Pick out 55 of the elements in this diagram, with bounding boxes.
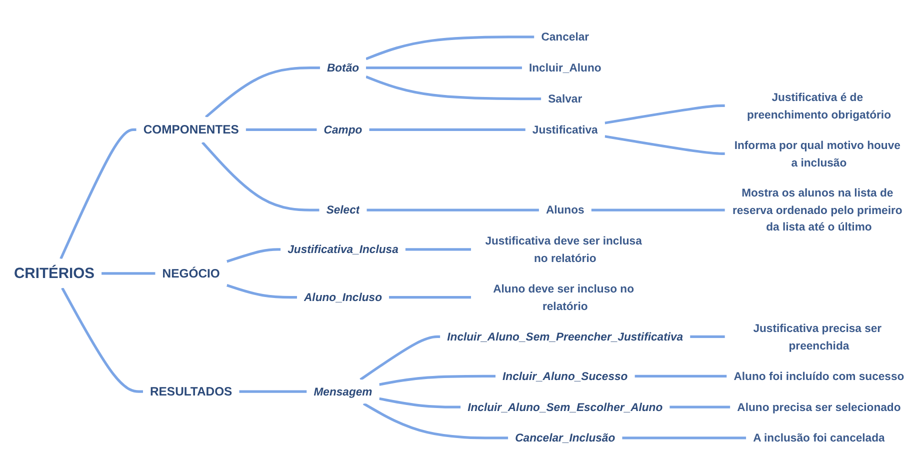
node-text: Mostra os alunos na lista de reserva ordenado pelo primeiro da lista até o último bbox=[732, 186, 902, 234]
node-text: Aluno deve ser incluso no relatório bbox=[493, 282, 634, 312]
node-text: RESULTADOS bbox=[150, 384, 232, 398]
connector bbox=[405, 248, 472, 251]
connector bbox=[622, 436, 746, 440]
node-text: Select bbox=[326, 203, 360, 216]
node-text: Justificativa bbox=[532, 122, 598, 136]
node-text: Justificativa é de preenchimento obrigatório bbox=[746, 90, 891, 121]
connector bbox=[670, 406, 730, 408]
node-text: Justificativa_Inclusa bbox=[288, 242, 398, 256]
connector bbox=[604, 135, 725, 155]
node-text: Incluir_Aluno_Sem_Preencher_Justificativa bbox=[447, 330, 684, 344]
connector bbox=[201, 141, 320, 212]
connector bbox=[239, 390, 307, 393]
node-text: Salvar bbox=[548, 92, 582, 106]
connector bbox=[246, 128, 317, 132]
connector bbox=[378, 397, 461, 408]
node-text: Botão bbox=[326, 61, 360, 74]
connector bbox=[366, 76, 542, 100]
connector bbox=[204, 66, 320, 118]
node-text: Cancelar_Inclusão bbox=[515, 431, 616, 444]
connector bbox=[362, 402, 508, 440]
node-text: COMPONENTES bbox=[143, 122, 239, 136]
connector bbox=[60, 128, 136, 260]
connector bbox=[360, 335, 440, 381]
node-text: A inclusão foi cancelada bbox=[753, 431, 885, 444]
connector bbox=[604, 104, 725, 124]
connector bbox=[102, 272, 156, 275]
node-text: Incluir_Aluno_Sem_Escolher_Aluno bbox=[468, 400, 663, 414]
connector bbox=[690, 335, 725, 338]
connector bbox=[226, 248, 281, 263]
node-text: Justificativa deve ser inclusa no relatório bbox=[485, 234, 642, 264]
connector bbox=[366, 36, 534, 60]
node-text: Incluir_Aluno_Sucesso bbox=[502, 369, 628, 382]
connector bbox=[388, 296, 472, 299]
node-text: Incluir_Aluno bbox=[528, 61, 602, 74]
node-text: Cancelar bbox=[541, 30, 590, 44]
connector bbox=[369, 128, 526, 132]
connector bbox=[591, 208, 725, 212]
node-text: Aluno foi incluído com sucesso bbox=[734, 369, 904, 382]
node-text: CRITÉRIOS bbox=[14, 264, 95, 282]
connector bbox=[366, 66, 522, 70]
connector bbox=[366, 208, 539, 212]
node-text: Alunos bbox=[546, 203, 584, 216]
node-text: NEGÓCIO bbox=[162, 266, 220, 280]
node-text: Aluno_Incluso bbox=[304, 290, 382, 304]
node-text: Mensagem bbox=[314, 384, 372, 398]
node-text: Informa por qual motivo houve a inclusão bbox=[734, 138, 900, 168]
node-text: Justificativa precisa ser preenchida bbox=[753, 322, 882, 352]
node-text: Aluno precisa ser selecionado bbox=[737, 400, 901, 414]
connector bbox=[61, 287, 144, 393]
connector bbox=[634, 374, 727, 378]
connector bbox=[226, 284, 298, 299]
node-text: Campo bbox=[324, 122, 362, 136]
connector bbox=[378, 374, 496, 386]
